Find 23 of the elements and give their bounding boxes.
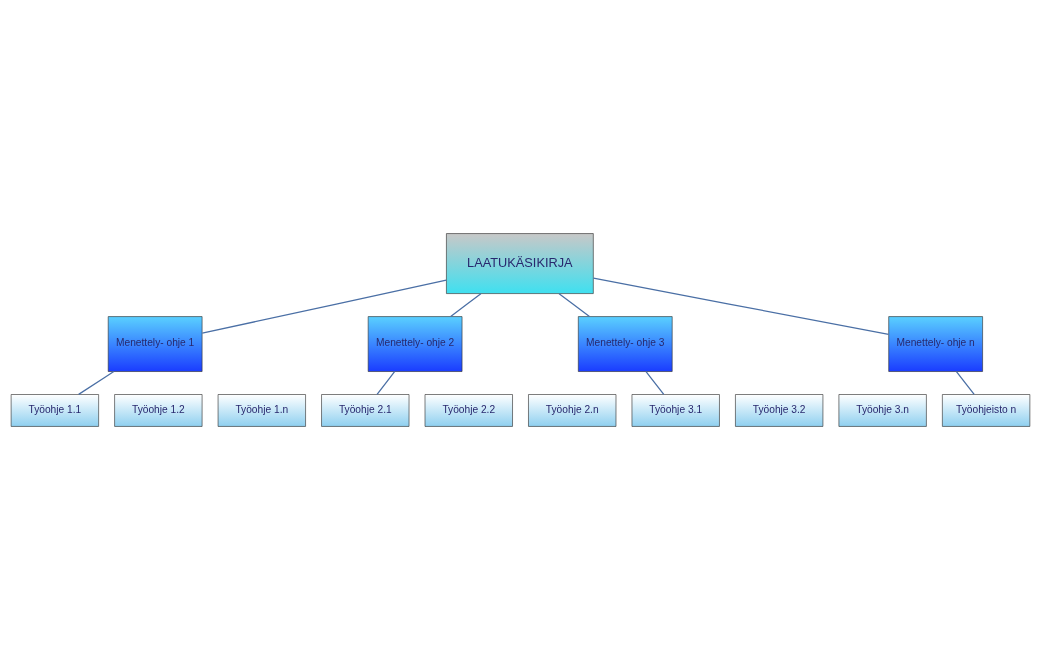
connector xyxy=(558,292,591,317)
node-box: Työohje 2.n xyxy=(528,393,617,427)
connector xyxy=(645,370,665,395)
connector xyxy=(450,292,482,317)
node-box: Työohje 1.1 xyxy=(10,393,99,427)
node-box: LAATUKÄSIKIRJA xyxy=(446,232,594,294)
connector xyxy=(955,370,975,395)
node-box: Työohje 3.2 xyxy=(735,393,824,427)
node-box: Työohje 1.n xyxy=(217,393,306,427)
node-box: Menettely- ohje 2 xyxy=(367,315,463,372)
node-box: Työohjeisto n xyxy=(942,393,1031,427)
node-box: Työohje 2.1 xyxy=(321,393,410,427)
node-box: Menettely- ohje n xyxy=(888,315,983,372)
connector xyxy=(201,279,447,334)
connector xyxy=(376,370,396,395)
node-box: Työohje 1.2 xyxy=(114,393,203,427)
node-box: Työohje 3.1 xyxy=(631,393,720,427)
node-box: Työohje 2.2 xyxy=(424,393,513,427)
node-box: Menettely- ohje 1 xyxy=(107,315,203,372)
connector xyxy=(78,370,115,395)
node-box: Työohje 3.n xyxy=(838,393,927,427)
connector xyxy=(592,277,890,335)
node-box: Menettely- ohje 3 xyxy=(577,315,673,372)
